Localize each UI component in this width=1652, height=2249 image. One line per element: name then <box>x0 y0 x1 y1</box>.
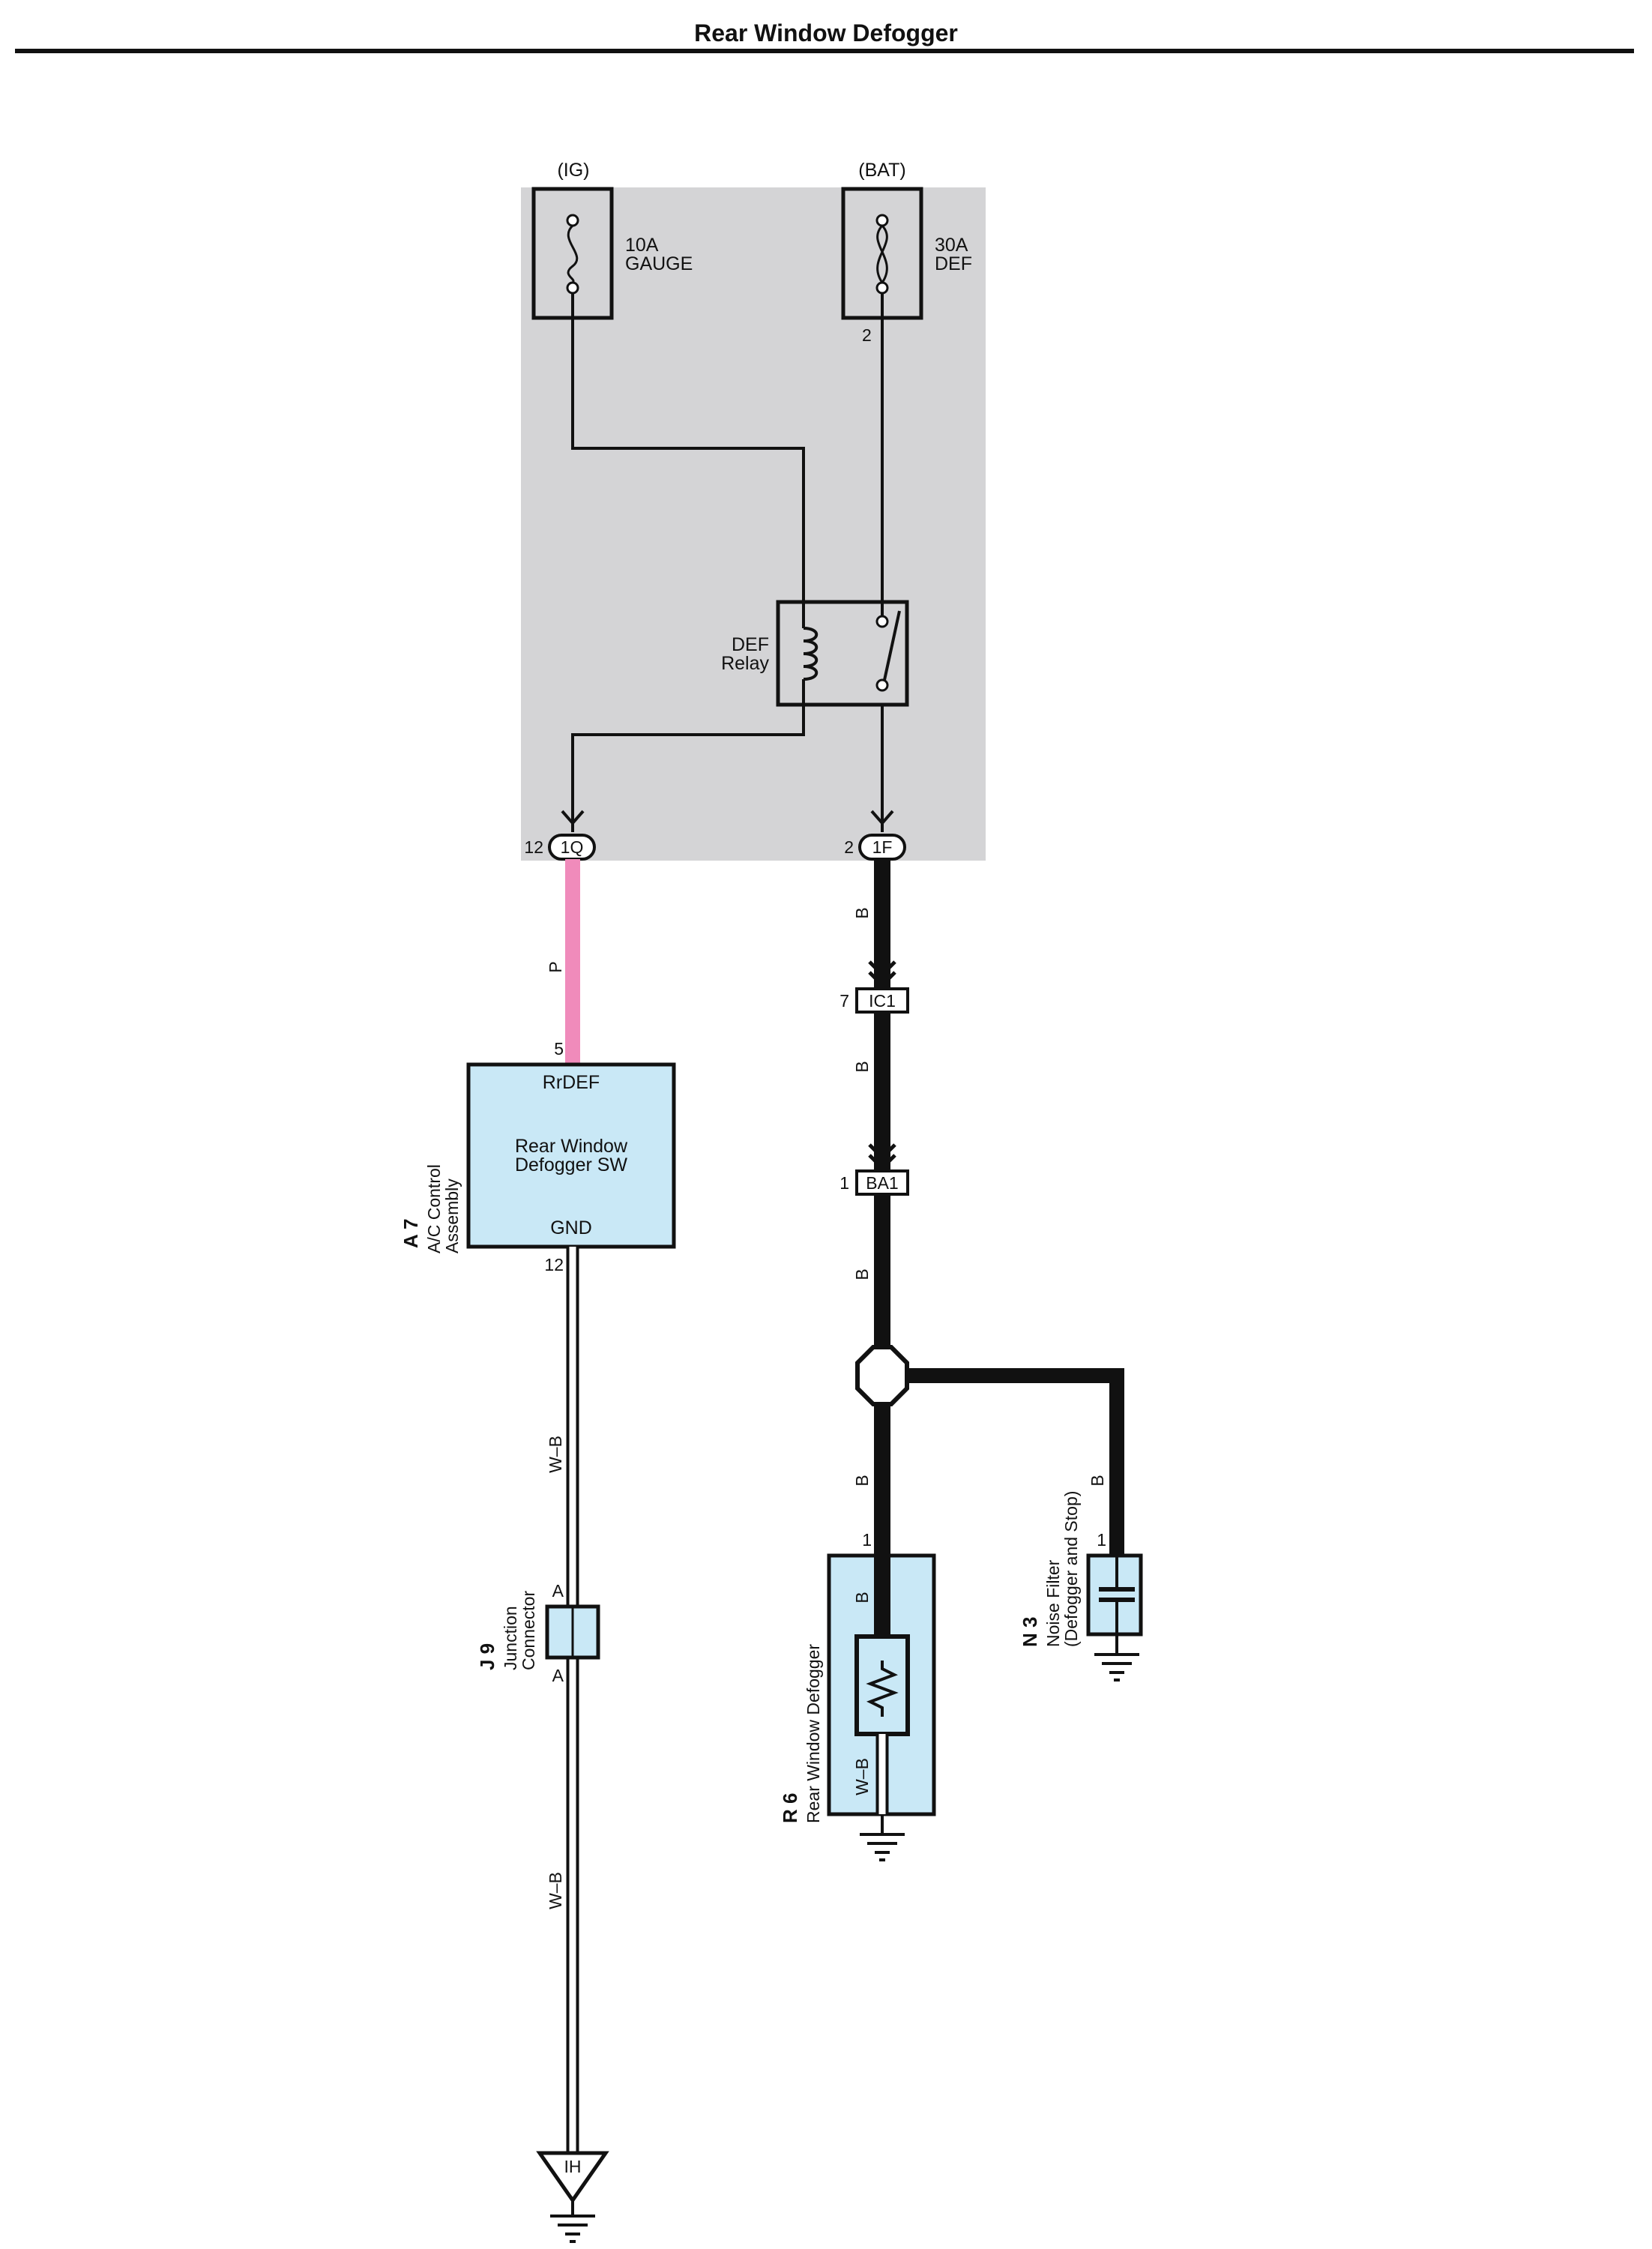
relay-switch-contact-bottom <box>875 678 889 692</box>
fuse-gauge-rating: 10A <box>625 235 659 256</box>
connector-1q: 1Q 12 <box>524 810 596 861</box>
r6-code: R 6 <box>779 1793 801 1823</box>
wire-label-b-3: B <box>852 1268 872 1280</box>
wire-label-b-4: B <box>852 1475 872 1486</box>
junction-block <box>521 187 986 861</box>
ac-control-bottom-terminal: GND <box>550 1217 592 1238</box>
connector-1f-label: 1F <box>872 837 893 857</box>
junction-connector-j9: A A J 9 Junction Connector <box>476 1581 600 1685</box>
relay-switch-contact-top <box>875 615 889 628</box>
connector-ic1-pin: 7 <box>839 991 849 1011</box>
relay-switch-blade <box>883 610 901 681</box>
ac-control-box <box>466 1062 676 1249</box>
connector-1q-pin: 12 <box>524 837 543 857</box>
connector-ba1-box <box>855 1169 909 1196</box>
wire-label-b-1: B <box>852 907 872 918</box>
noise-filter-n3: 1 N 3 Noise Filter (Defogger and Stop) <box>1019 1491 1143 1682</box>
title-rule <box>15 49 1634 53</box>
fuse-gauge-name: GAUGE <box>625 253 693 274</box>
connector-1q-label: 1Q <box>561 837 584 857</box>
fuse-gauge: (IG) 10A GAUGE <box>531 160 693 320</box>
connector-1f-arrow <box>870 810 894 826</box>
ground-point-label: IH <box>564 2157 582 2176</box>
relay-box <box>776 600 909 707</box>
ground-point-ih: IH <box>536 2151 609 2243</box>
connector-ic1-label: IC1 <box>869 991 896 1011</box>
n3-name-line1: Noise Filter <box>1043 1559 1063 1647</box>
connector-1f-pin: 2 <box>844 837 854 857</box>
fuse-gauge-terminal-bottom <box>566 281 579 295</box>
fuse-def-pin: 2 <box>862 325 872 345</box>
r6-pin: 1 <box>862 1530 872 1550</box>
relay-label-line2: Relay <box>721 653 769 674</box>
connector-ic1: IC1 7 <box>839 960 909 1014</box>
wire-label-b-branch: B <box>1088 1475 1107 1486</box>
connector-ba1-arrow2 <box>868 1154 896 1171</box>
rear-window-defogger-r6: 1 B W–B R 6 Rear Window Defogger <box>779 1530 936 1861</box>
r6-wire-label-wb: W–B <box>852 1758 872 1795</box>
ac-control-top-terminal: RrDEF <box>543 1072 600 1093</box>
connector-ic1-box <box>855 987 909 1014</box>
n3-code: N 3 <box>1019 1617 1041 1647</box>
ac-control-body-line1: Rear Window <box>515 1136 628 1157</box>
ac-control-bottom-pin: 12 <box>544 1255 564 1274</box>
ac-control-body-line2: Defogger SW <box>515 1154 627 1175</box>
fuse-def-rating: 30A <box>935 235 968 256</box>
j9-code: J 9 <box>476 1643 498 1670</box>
fuse-def-terminal-top <box>875 214 889 227</box>
fuse-gauge-supply: (IG) <box>557 160 589 181</box>
connector-ic1-arrow1 <box>868 960 896 978</box>
ac-control-assembly: 5 RrDEF Rear Window Defogger SW GND 12 A… <box>400 1039 676 1274</box>
r6-wire-label-b: B <box>852 1592 872 1603</box>
j9-name-line1: Junction <box>501 1606 520 1670</box>
connector-ic1-arrow2 <box>868 971 896 988</box>
ac-control-code: A 7 <box>400 1219 422 1249</box>
wire-label-b-2: B <box>852 1061 872 1072</box>
ac-control-top-pin: 5 <box>554 1039 564 1059</box>
n3-name-line2: (Defogger and Stop) <box>1061 1491 1081 1647</box>
connector-ba1: BA1 1 <box>839 1143 909 1196</box>
connector-ba1-arrow1 <box>868 1143 896 1160</box>
ground-point-triangle <box>536 2151 609 2204</box>
n3-box <box>1086 1553 1143 1637</box>
r6-heater-resistor <box>866 1661 899 1717</box>
fuse-def-element <box>876 224 888 283</box>
connector-1q-arrow <box>561 810 585 826</box>
r6-heater-element-box <box>854 1634 910 1736</box>
wire-gauge-to-relay-coil <box>571 293 805 832</box>
wire-label-p: P <box>546 961 565 972</box>
fuse-def-terminal-bottom <box>875 281 889 295</box>
n3-pin: 1 <box>1097 1530 1106 1550</box>
ac-control-name-line2: Assembly <box>442 1178 462 1253</box>
def-relay: DEF Relay <box>721 600 909 707</box>
j9-pin-top: A <box>552 1581 564 1601</box>
j9-pin-bottom: A <box>552 1666 564 1685</box>
relay-coil <box>803 627 819 681</box>
relay-label-line1: DEF <box>732 634 769 655</box>
fuse-gauge-terminal-top <box>566 214 579 227</box>
connector-ba1-label: BA1 <box>866 1173 898 1193</box>
wire-label-wb-upper: W–B <box>546 1436 565 1473</box>
wire-label-wb-lower: W–B <box>546 1872 565 1909</box>
fuse-def-supply: (BAT) <box>858 160 905 181</box>
fuse-def-name: DEF <box>935 253 972 274</box>
connector-ba1-pin: 1 <box>839 1173 849 1193</box>
splice-point <box>855 1345 909 1406</box>
fuse-gauge-element <box>567 224 579 284</box>
wire-black-b-branch <box>882 1368 1124 1556</box>
ac-control-name-line1: A/C Control <box>424 1164 444 1253</box>
j9-name-line2: Connector <box>519 1591 538 1670</box>
r6-name: Rear Window Defogger <box>804 1644 823 1823</box>
page-title: Rear Window Defogger <box>694 19 958 46</box>
